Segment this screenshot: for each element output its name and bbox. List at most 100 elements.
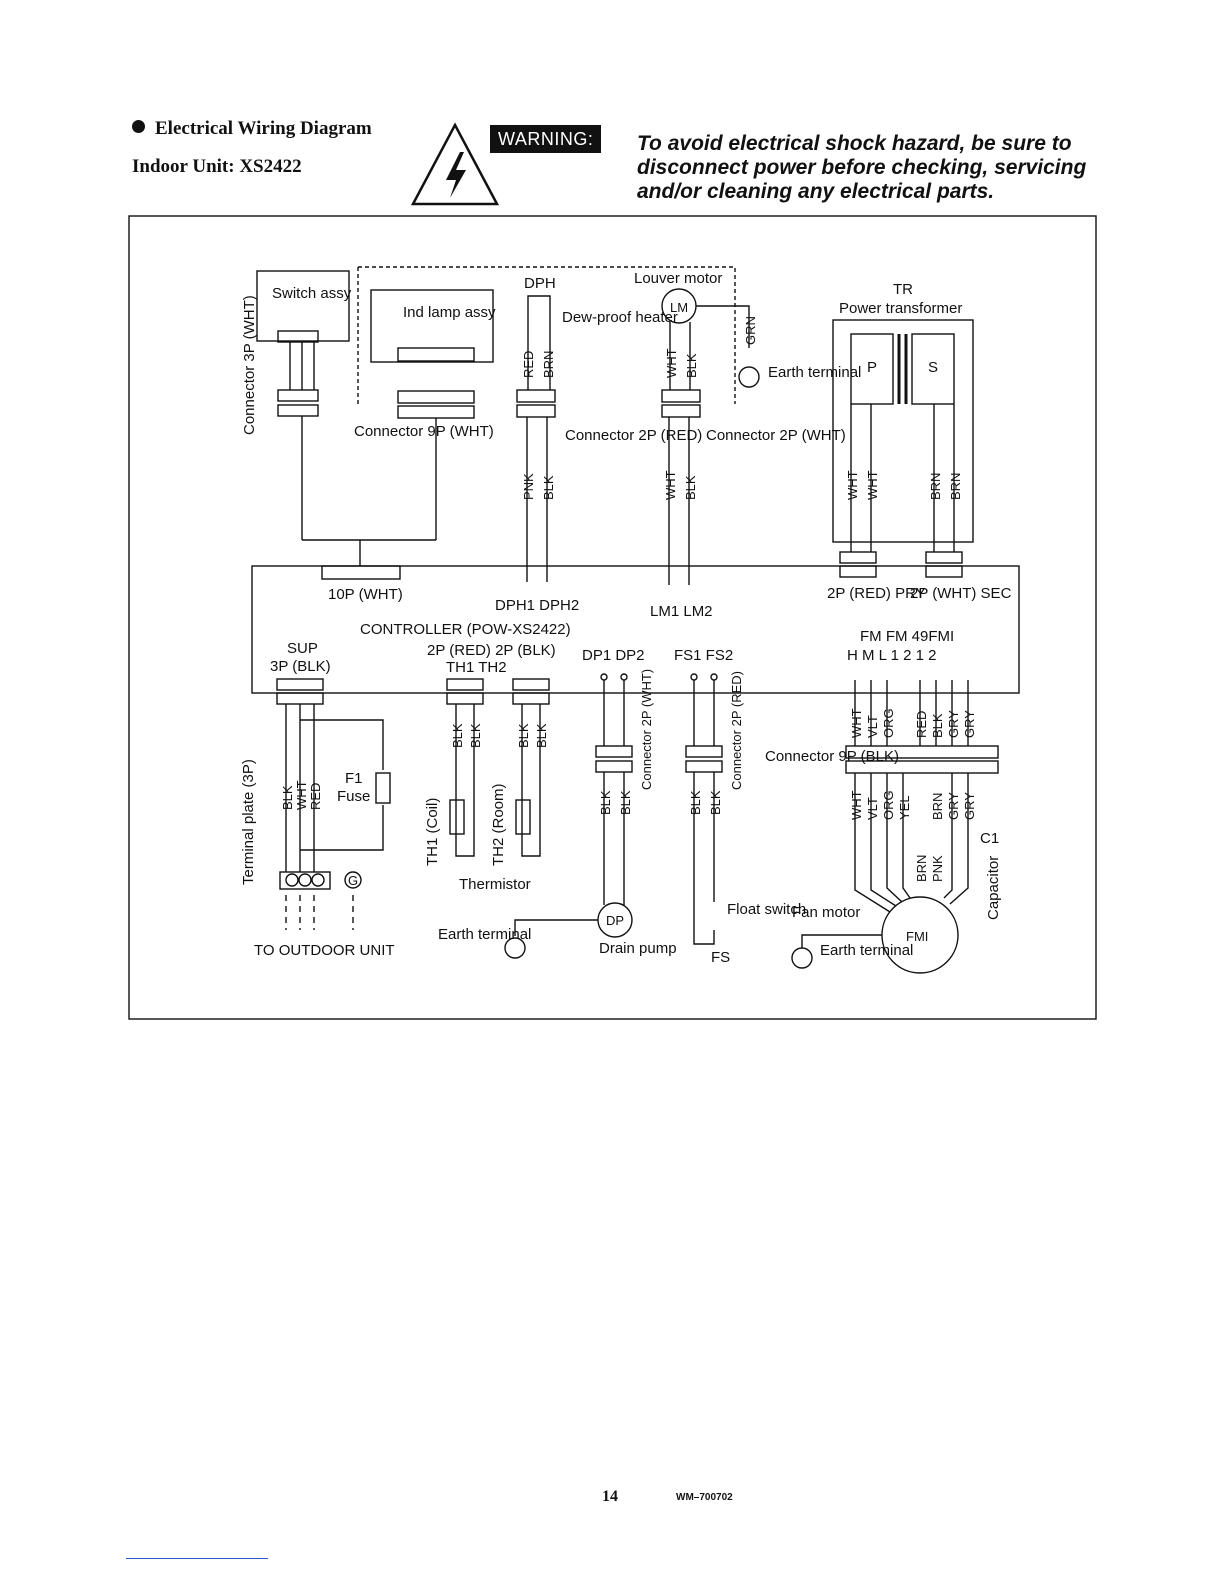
dp-connector-label: DP1 DP2 xyxy=(582,647,645,664)
lm-label: LM xyxy=(670,300,688,315)
fs-label: FS xyxy=(711,949,730,966)
electric-hazard-icon xyxy=(410,122,500,206)
wire-yel-motor-label: YEL xyxy=(897,795,912,820)
wire-org-motor-label: ORG xyxy=(881,790,896,820)
terminal-plate xyxy=(279,871,331,890)
earth-terminal-fan-label: Earth terminal xyxy=(820,942,913,959)
connector-2p-wht-label: Connector 2P (WHT) xyxy=(706,427,846,444)
footer-link-underline xyxy=(126,1558,268,1559)
fuse-f1 xyxy=(375,772,391,804)
connector-3p-s xyxy=(277,404,319,417)
fan-motor-label: Fan motor xyxy=(792,904,860,921)
earth-terminal-label: Earth terminal xyxy=(768,364,861,381)
wire-wht-tr2-label: WHT xyxy=(865,470,880,500)
wire-blk-th2a-label: BLK xyxy=(516,723,531,748)
switch-assy-label: Switch assy xyxy=(272,285,352,302)
wire-pnk-cap-label: PNK xyxy=(930,855,945,882)
connector-9p-blk-s xyxy=(845,760,999,774)
c1-label: C1 xyxy=(980,830,999,847)
wire-blk-lm-label: BLK xyxy=(683,475,698,500)
power-transformer-label: Power transformer xyxy=(839,300,962,317)
earth-terminal-drain-label: Earth terminal xyxy=(438,926,531,943)
wire-blk-th1a-label: BLK xyxy=(450,723,465,748)
dp-label: DP xyxy=(606,913,624,928)
wire-blk-th1b-label: BLK xyxy=(468,723,483,748)
wire-vlt-fm-label: VLT xyxy=(865,715,880,738)
wire-wht-lm-label: WHT xyxy=(663,470,678,500)
wire-gry-fm2-label: GRY xyxy=(962,710,977,738)
wire-brn-motor-label: BRN xyxy=(930,793,945,820)
wire-gry-motor-label: GRY xyxy=(946,792,961,820)
transformer-box xyxy=(832,319,974,543)
switch-assy-box xyxy=(256,270,350,342)
connector-2p-red-label: Connector 2P (RED) xyxy=(565,427,702,444)
to-outdoor-label: TO OUTDOOR UNIT xyxy=(254,942,395,959)
transformer-s-label: S xyxy=(928,359,938,376)
bullet-icon xyxy=(132,120,145,133)
ground-g-label: G xyxy=(348,873,358,888)
tenp-label: 10P (WHT) xyxy=(328,586,403,603)
earth-terminal-fan xyxy=(791,947,813,969)
wire-red-label: RED xyxy=(521,351,536,378)
fmi-label: FMI xyxy=(906,929,928,944)
dew-proof-label: Dew-proof heater xyxy=(562,309,678,326)
document-code: WM–700702 xyxy=(676,1492,733,1503)
f1-label: F1 xyxy=(345,770,363,787)
float-switch-label: Float switch xyxy=(727,901,806,918)
wire-brn-tr2-label: BRN xyxy=(948,473,963,500)
indoor-unit-label: Indoor Unit: XS2422 xyxy=(132,156,302,177)
drain-pump-label: Drain pump xyxy=(599,940,677,957)
dew-proof-heater xyxy=(527,295,551,390)
hml-label: H M L 1 2 1 2 xyxy=(847,647,937,664)
wire-blk-th2b-label: BLK xyxy=(534,723,549,748)
wire-brn-cap-label: BRN xyxy=(914,855,929,882)
fm-label: FM FM 49FMI xyxy=(860,628,954,645)
warning-badge: WARNING: xyxy=(490,125,602,153)
tr-label: TR xyxy=(893,281,913,298)
connector-2p-wht-vertical-label: Connector 2P (WHT) xyxy=(639,669,654,790)
wire-blk-tp-label: BLK xyxy=(280,785,295,810)
wire-gry-motor2-label: GRY xyxy=(962,792,977,820)
diagram-frame xyxy=(128,215,1097,1020)
controller-label: CONTROLLER (POW-XS2422) xyxy=(360,621,571,638)
wire-grn-label: GRN xyxy=(743,316,758,345)
connector-3p-p xyxy=(277,389,319,402)
thermistor-th2 xyxy=(521,704,541,857)
pry-label: 2P (RED) PRY xyxy=(827,585,926,602)
connector-2p-red-vertical-label: Connector 2P (RED) xyxy=(729,671,744,790)
wire-red-fm-label: RED xyxy=(914,711,929,738)
fuse-label: Fuse xyxy=(337,788,370,805)
dph-label: DPH xyxy=(524,275,556,292)
wire-blk-fs-label: BLK xyxy=(688,790,703,815)
wire-blk-label: BLK xyxy=(684,353,699,378)
dph-connector-label: DPH1 DPH2 xyxy=(495,597,579,614)
wire-blk-dph-label: BLK xyxy=(541,475,556,500)
connector-9p-label: Connector 9P (WHT) xyxy=(354,423,494,440)
connector-3p-label: Connector 3P (WHT) xyxy=(241,295,258,435)
wire-wht-tp-label: WHT xyxy=(294,780,309,810)
controller-board xyxy=(251,565,1020,694)
earth-terminal-drain xyxy=(504,937,526,959)
lm-connector-label: LM1 LM2 xyxy=(650,603,713,620)
transformer-p-label: P xyxy=(867,359,877,376)
th1-coil-label: TH1 (Coil) xyxy=(424,798,441,866)
ind-lamp-box xyxy=(370,289,494,363)
wire-wht-label: WHT xyxy=(664,348,679,378)
wire-red-tp-label: RED xyxy=(308,783,323,810)
wire-blk-dp2-label: BLK xyxy=(618,790,633,815)
wire-wht-fm-label: WHT xyxy=(849,708,864,738)
th1-th2-label: TH1 TH2 xyxy=(446,659,507,676)
wire-blk-fs2-label: BLK xyxy=(708,790,723,815)
sup-3p-label: 3P (BLK) xyxy=(270,658,331,675)
wire-wht-motor-label: WHT xyxy=(849,790,864,820)
heading-text: Electrical Wiring Diagram xyxy=(155,118,372,139)
wire-blk-dp-label: BLK xyxy=(598,790,613,815)
warning-text: To avoid electrical shock hazard, be sur… xyxy=(637,132,1087,203)
wire-vlt-motor-label: VLT xyxy=(865,797,880,820)
th2-room-label: TH2 (Room) xyxy=(490,783,507,866)
sec-label: 2P (WHT) SEC xyxy=(910,585,1012,602)
th-connector-label: 2P (RED) 2P (BLK) xyxy=(427,642,556,659)
wire-brn-tr-label: BRN xyxy=(928,473,943,500)
wire-org-fm-label: ORG xyxy=(881,708,896,738)
